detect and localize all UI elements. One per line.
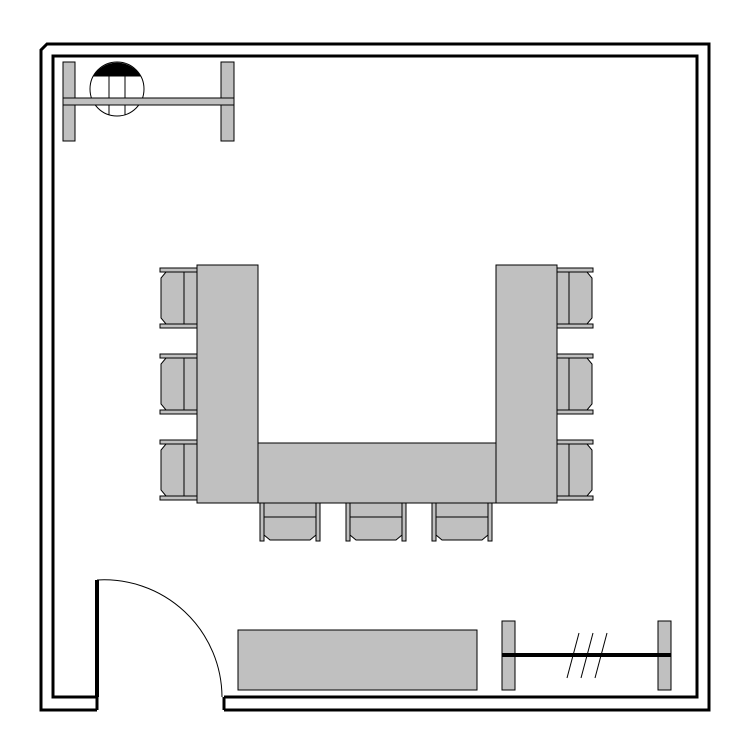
u-table: [196, 264, 558, 504]
rack-bar: [62, 97, 235, 106]
chair-right: [554, 353, 594, 415]
table-right: [495, 264, 558, 504]
walls: [39, 42, 711, 712]
inner-wall: [51, 54, 699, 699]
door[interactable]: [95, 579, 223, 698]
chair-right: [554, 267, 594, 329]
coat-rack-bottom: [501, 620, 672, 691]
chair-bottom: [259, 502, 321, 542]
chair-left: [159, 353, 199, 415]
coat-rack-top: [62, 61, 235, 142]
hangers-icon: [566, 632, 608, 679]
side-table: [237, 629, 478, 691]
chair-left: [159, 439, 199, 501]
chair-left: [159, 267, 199, 329]
outer-wall: [39, 42, 711, 712]
table-bottom: [257, 442, 497, 504]
door-swing-arc: [96, 579, 223, 698]
table-left: [196, 264, 259, 504]
chairs: [159, 267, 594, 542]
chair-bottom: [345, 502, 407, 542]
chair-bottom: [431, 502, 493, 542]
lamp-shade: [93, 62, 141, 77]
chair-right: [554, 439, 594, 501]
